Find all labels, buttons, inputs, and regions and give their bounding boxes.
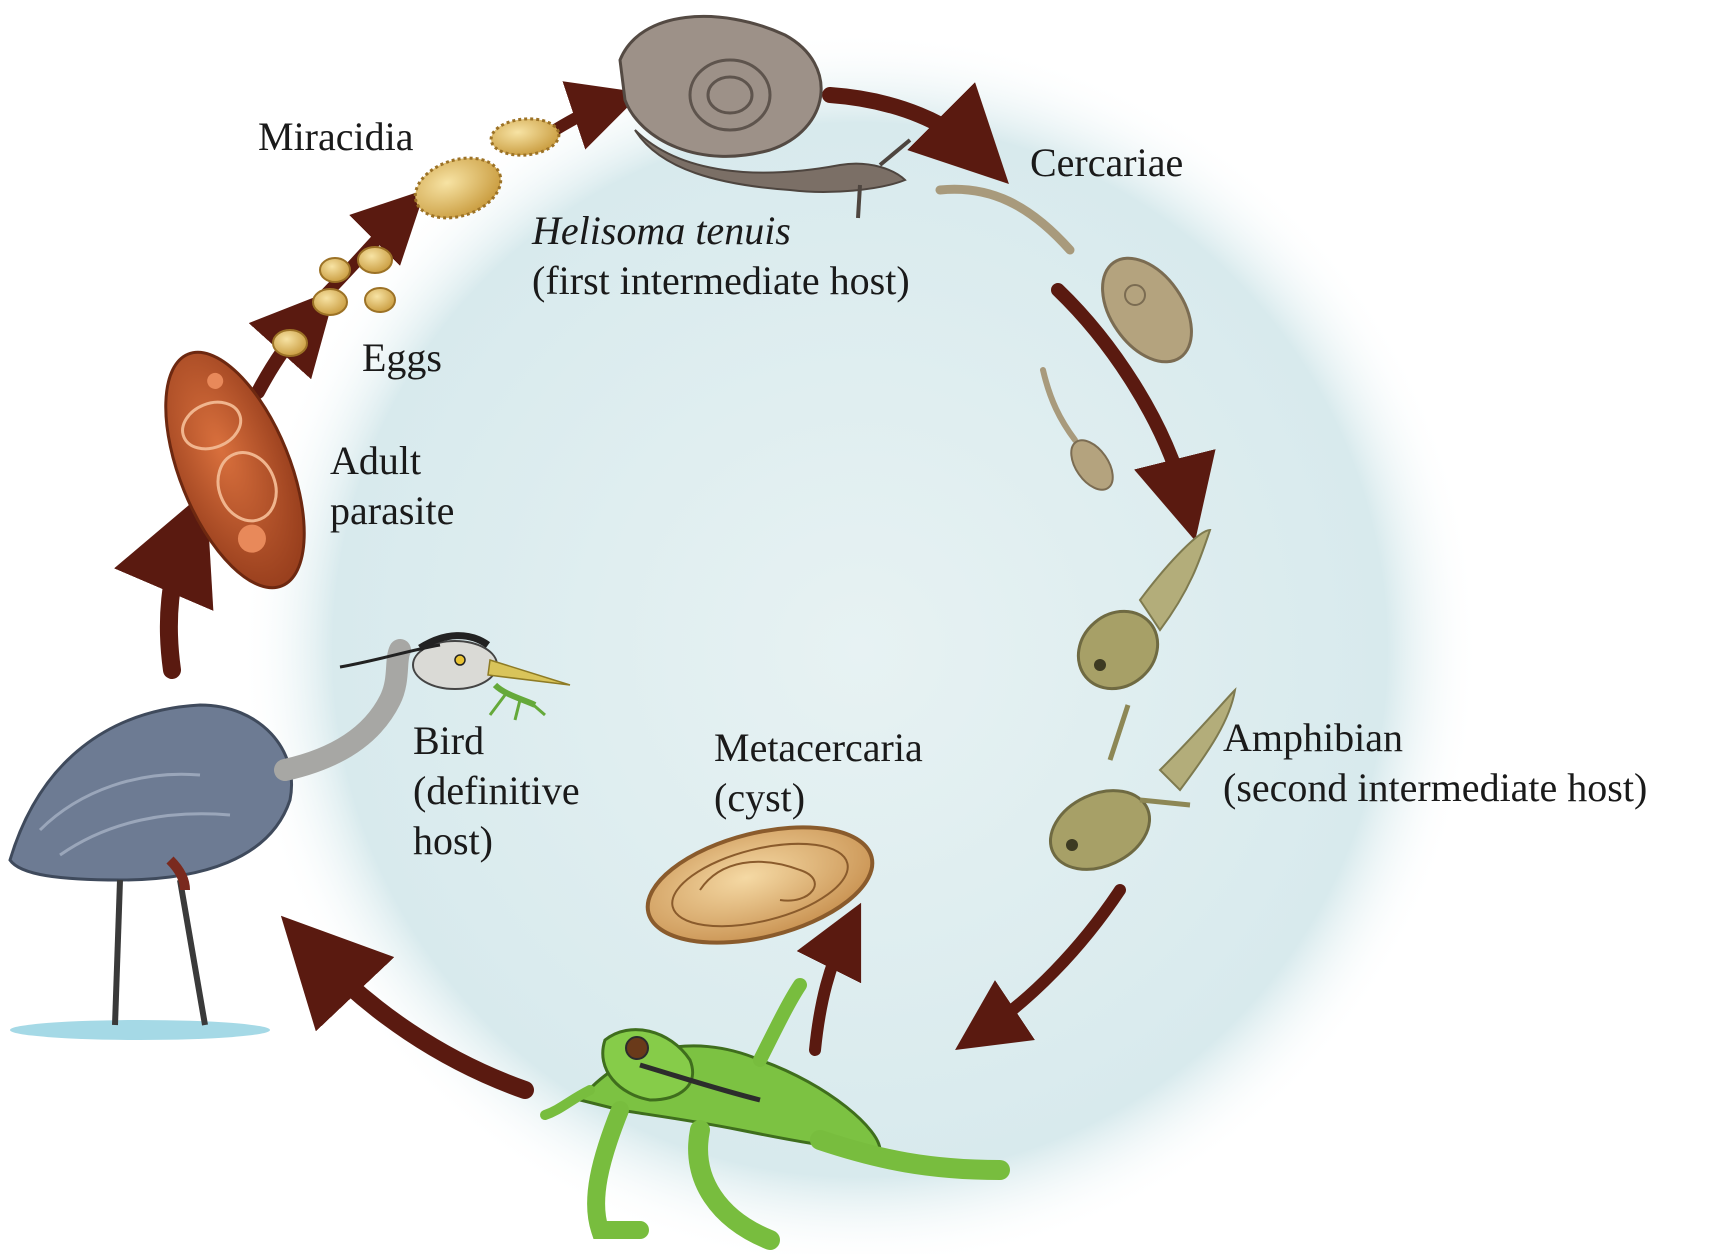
- bird-line3-text: host): [413, 816, 580, 866]
- metacercaria-label: Metacercaria (cyst): [714, 723, 923, 823]
- miracidia-label-text: Miracidia: [258, 112, 414, 162]
- snail-species-text: Helisoma tenuis: [532, 206, 910, 256]
- metacercaria-line2-text: (cyst): [714, 773, 923, 823]
- miracidia-label: Miracidia: [258, 112, 414, 162]
- eggs-label-text: Eggs: [362, 333, 442, 383]
- cercariae-label-text: Cercariae: [1030, 138, 1183, 188]
- bird-line1-text: Bird: [413, 716, 580, 766]
- metacercaria-line1-text: Metacercaria: [714, 723, 923, 773]
- amphibian-line1-text: Amphibian: [1223, 713, 1647, 763]
- adult-parasite-label: Adult parasite: [330, 436, 454, 536]
- arrow-bird-to-adult: [169, 540, 185, 670]
- bird-line2-text: (definitive: [413, 766, 580, 816]
- cercariae-label: Cercariae: [1030, 138, 1183, 188]
- snail-role-text: (first intermediate host): [532, 256, 910, 306]
- adult-line1-text: Adult: [330, 436, 454, 486]
- adult-line2-text: parasite: [330, 486, 454, 536]
- amphibian-label: Amphibian (second intermediate host): [1223, 713, 1647, 813]
- eggs-label: Eggs: [362, 333, 442, 383]
- snail-host-label: Helisoma tenuis (first intermediate host…: [532, 206, 910, 306]
- amphibian-line2-text: (second intermediate host): [1223, 763, 1647, 813]
- bird-label: Bird (definitive host): [413, 716, 580, 866]
